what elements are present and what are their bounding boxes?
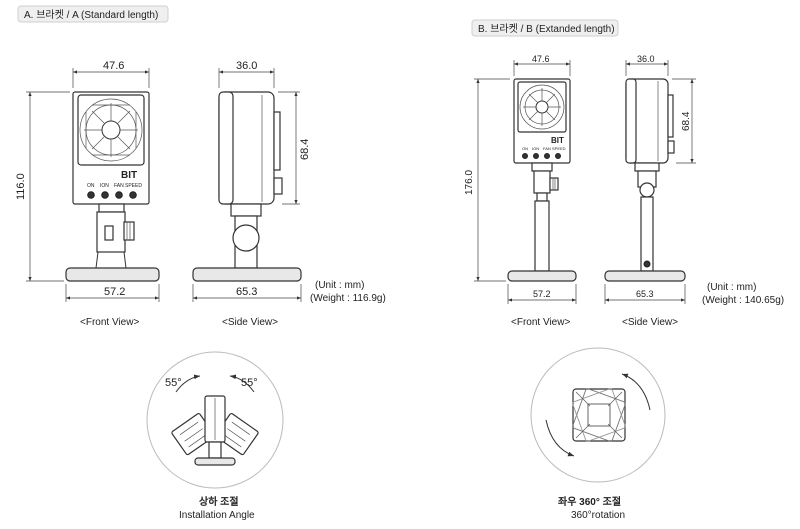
b-side-view-label: <Side View>	[622, 317, 678, 328]
b-btn-label-fan: FAN	[543, 146, 551, 151]
a-angle-subtitle: Installation Angle	[179, 510, 255, 521]
b-rotation-subtitle: 360°rotation	[571, 510, 625, 521]
b-unit: (Unit : mm)	[707, 282, 756, 293]
a-front-view-drawing: BIT ON ION FAN SPEED	[65, 91, 160, 282]
b-btn-label-speed: SPEED	[552, 146, 566, 151]
a-side-base: 65.3	[236, 286, 257, 298]
b-front-base: 57.2	[533, 289, 551, 299]
b-rotation-diagram: 좌우 360° 조절 360°rotation	[530, 347, 666, 521]
b-weight: (Weight : 140.65g)	[702, 295, 784, 306]
a-weight: (Weight : 116.9g)	[310, 293, 386, 304]
b-btn-label-ion: ION	[532, 146, 539, 151]
b-front-height: 176.0	[464, 170, 475, 195]
a-front-width: 47.6	[103, 60, 124, 72]
a-side-view-drawing	[192, 91, 302, 282]
a-front-height: 116.0	[15, 173, 27, 200]
b-front-logo: BIT	[551, 136, 564, 145]
a-side-height: 68.4	[299, 139, 311, 160]
a-unit: (Unit : mm)	[315, 280, 364, 291]
a-side-dimensions: 36.0 68.4 65.3 <Side View> (Unit : mm) (…	[192, 60, 386, 328]
b-side-height: 68.4	[681, 111, 692, 131]
a-btn-label-fan: FAN	[114, 183, 124, 189]
a-btn-label-on: ON	[87, 183, 95, 189]
a-front-view-label: <Front View>	[80, 317, 139, 328]
b-front-view-drawing: BIT ON ION FAN SPEED	[507, 78, 577, 282]
a-btn-label-speed: SPEED	[125, 183, 142, 189]
a-btn-label-ion: ION	[100, 183, 109, 189]
a-side-width: 36.0	[236, 60, 257, 72]
a-angle-right: 55°	[241, 377, 258, 389]
a-front-logo: BIT	[121, 170, 137, 181]
b-side-base: 65.3	[636, 289, 654, 299]
a-angle-left: 55°	[165, 377, 182, 389]
section-a-tag-text: A. 브라켓 / A (Standard length)	[24, 9, 158, 21]
b-front-width: 47.6	[532, 54, 550, 64]
b-side-dimensions: 36.0 68.4 65.3 <Side View> (Unit : mm) (…	[604, 54, 784, 328]
a-front-base: 57.2	[104, 286, 125, 298]
a-installation-angle-diagram: 55° 55° 상하 조절 Installation Angle	[146, 351, 284, 521]
a-front-dimensions: 47.6 116.0 57.2 <Front View>	[15, 60, 160, 328]
section-b-tag: B. 브라켓 / B (Extanded length)	[471, 19, 619, 37]
b-rotation-title: 좌우 360° 조절	[558, 495, 621, 508]
a-side-view-label: <Side View>	[222, 317, 278, 328]
b-front-dimensions: 47.6 176.0 57.2 <Front View>	[464, 54, 577, 328]
section-a-tag: A. 브라켓 / A (Standard length)	[17, 5, 169, 23]
b-front-view-label: <Front View>	[511, 317, 570, 328]
a-angle-title: 상하 조절	[199, 495, 239, 508]
section-b-tag-text: B. 브라켓 / B (Extanded length)	[478, 23, 615, 35]
b-btn-label-on: ON	[522, 146, 528, 151]
b-side-view-drawing	[604, 78, 686, 282]
b-side-width: 36.0	[637, 54, 655, 64]
